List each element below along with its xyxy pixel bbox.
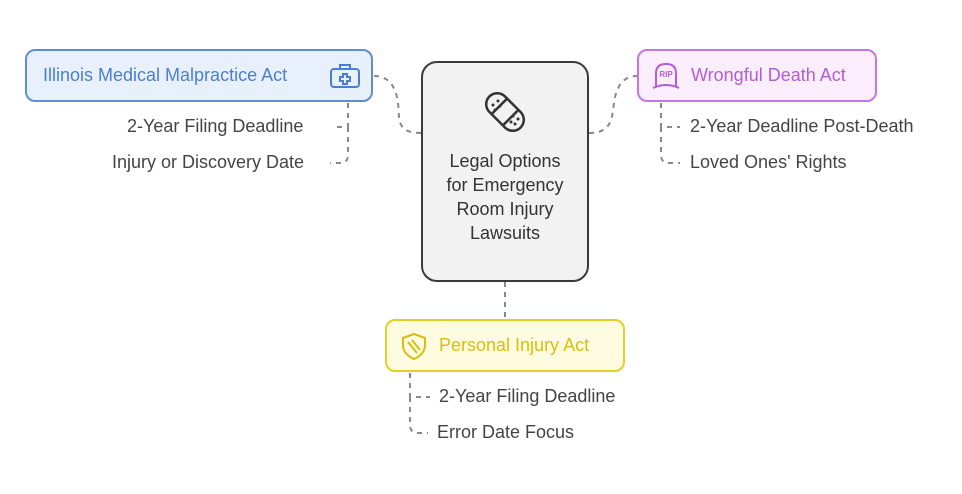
- center-node: Legal Options for Emergency Room Injury …: [421, 61, 589, 282]
- connector-personal-leaf-2: [409, 397, 428, 434]
- personal-item-2: Error Date Focus: [437, 422, 575, 442]
- connector-death-leaf-1: [660, 103, 680, 128]
- bandage-icon: [484, 91, 526, 133]
- branch-medical-label: Illinois Medical Malpractice Act: [43, 65, 288, 85]
- death-item-2: Loved Ones' Rights: [690, 152, 847, 172]
- connector-death-leaf-2: [660, 127, 680, 164]
- tombstone-icon: RIP: [652, 62, 680, 89]
- connector-center-death: [588, 75, 638, 134]
- medical-item-1: 2-Year Filing Deadline: [127, 116, 304, 136]
- personal-item-1: 2-Year Filing Deadline: [439, 386, 616, 406]
- shield-icon: [402, 332, 426, 360]
- medical-kit-icon: [330, 63, 360, 88]
- center-title: Legal Options for Emergency Room Injury …: [446, 151, 564, 243]
- branch-death-label: Wrongful Death Act: [691, 65, 846, 85]
- branch-wrongful-death: RIP Wrongful Death Act: [637, 49, 877, 102]
- death-item-1: 2-Year Deadline Post-Death: [690, 116, 914, 136]
- branch-personal-injury: Personal Injury Act: [385, 319, 625, 372]
- connector-personal-leaf-1: [409, 373, 430, 398]
- medical-item-2: Injury or Discovery Date: [112, 152, 305, 172]
- svg-text:RIP: RIP: [659, 70, 673, 79]
- connector-medical-leaf-2: [330, 127, 349, 164]
- connector-medical-leaf-1: [332, 103, 349, 128]
- branch-medical-malpractice: Illinois Medical Malpractice Act: [25, 49, 373, 102]
- connector-center-medical: [373, 75, 422, 134]
- branch-personal-label: Personal Injury Act: [439, 335, 590, 355]
